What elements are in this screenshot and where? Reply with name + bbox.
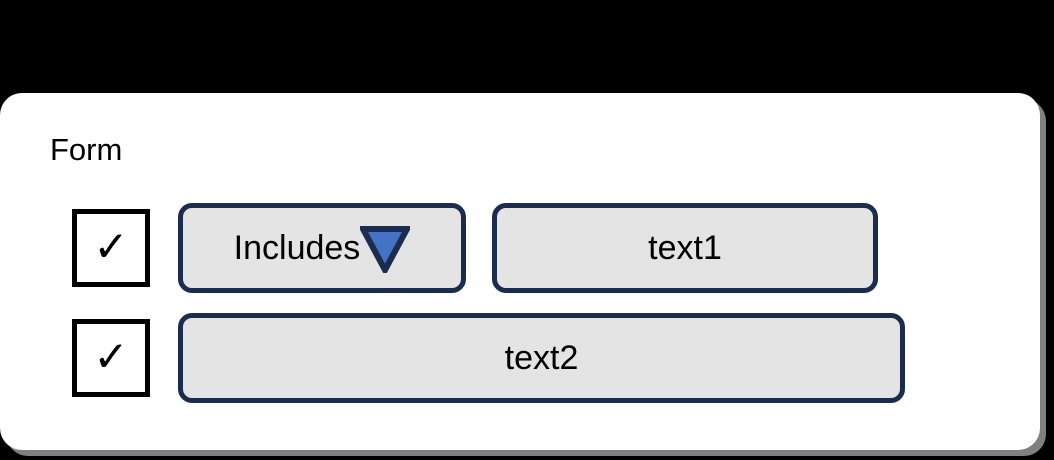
chevron-down-icon[interactable] [358, 225, 413, 277]
page-title: Form [50, 132, 123, 167]
form-row: ✓ text2 [0, 313, 1040, 405]
row-1-checkbox[interactable]: ✓ [72, 209, 150, 287]
condition-dropdown[interactable]: Includes [178, 203, 466, 293]
check-icon: ✓ [93, 331, 129, 381]
form-row: ✓ Includes text1 [0, 203, 1040, 295]
text1-value: text1 [648, 229, 722, 267]
dropdown-inner: Includes [233, 223, 413, 277]
row-2-checkbox[interactable]: ✓ [72, 319, 150, 397]
text2-value: text2 [504, 339, 579, 377]
form-card: Form ✓ Includes text1 ✓ text2 [0, 93, 1040, 450]
text2-input[interactable]: text2 [178, 313, 905, 403]
dropdown-selected-value: Includes [233, 229, 361, 267]
check-icon: ✓ [93, 221, 129, 271]
text1-input[interactable]: text1 [492, 203, 878, 293]
